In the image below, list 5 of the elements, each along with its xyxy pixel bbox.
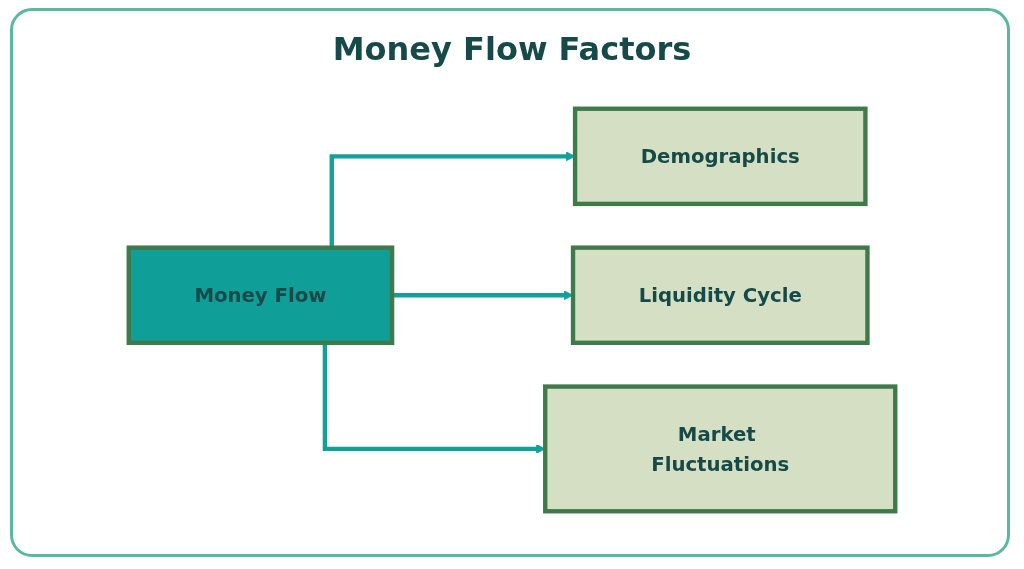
- node-box: Liquidity Cycle: [570, 245, 870, 345]
- node-box: Market Fluctuations: [543, 384, 898, 514]
- title: Money Flow Factors: [331, 30, 693, 68]
- node-box: Money Flow: [126, 245, 395, 345]
- node-box: Demographics: [572, 106, 868, 207]
